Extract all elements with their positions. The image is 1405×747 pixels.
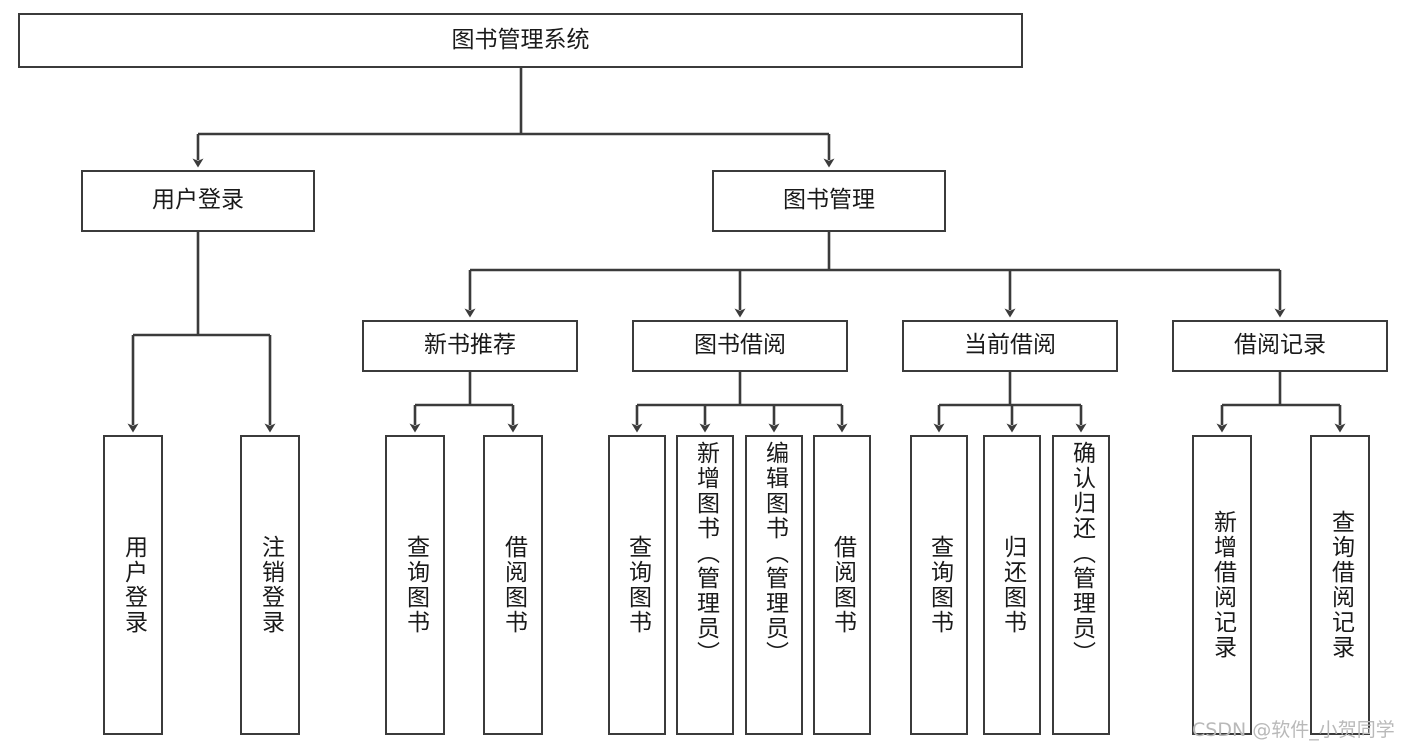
node-leaf-user-logout[interactable]: 注销登录: [240, 435, 300, 735]
node-leaf-confirm-return-label: 确认归还（管理员）: [1068, 441, 1095, 666]
node-user-login-label: 用户登录: [152, 187, 244, 214]
node-leaf-query-record[interactable]: 查询借阅记录: [1310, 435, 1370, 735]
node-leaf-user-login[interactable]: 用户登录: [103, 435, 163, 735]
node-leaf-borrow-book-2-label: 借阅图书: [829, 535, 856, 635]
watermark: CSDN @软件_小贺同学: [1192, 719, 1395, 741]
node-leaf-add-book-label: 新增图书（管理员）: [692, 441, 719, 666]
node-leaf-user-login-label: 用户登录: [120, 535, 147, 635]
node-leaf-query-book-2-label: 查询图书: [624, 535, 651, 635]
node-leaf-query-book-3-label: 查询图书: [926, 535, 953, 635]
node-borrow-record[interactable]: 借阅记录: [1172, 320, 1388, 372]
node-leaf-add-record[interactable]: 新增借阅记录: [1192, 435, 1252, 735]
node-new-book-recommend-label: 新书推荐: [424, 332, 516, 359]
node-root[interactable]: 图书管理系统: [18, 13, 1023, 68]
node-leaf-user-logout-label: 注销登录: [257, 535, 284, 635]
node-leaf-query-book-1[interactable]: 查询图书: [385, 435, 445, 735]
node-leaf-edit-book-label: 编辑图书（管理员）: [761, 441, 788, 666]
node-leaf-return-book-label: 归还图书: [999, 535, 1026, 635]
node-leaf-add-book[interactable]: 新增图书（管理员）: [676, 435, 734, 735]
node-leaf-borrow-book-1-label: 借阅图书: [500, 535, 527, 635]
node-leaf-query-book-1-label: 查询图书: [402, 535, 429, 635]
node-leaf-add-record-label: 新增借阅记录: [1209, 510, 1236, 660]
node-leaf-borrow-book-2[interactable]: 借阅图书: [813, 435, 871, 735]
node-leaf-query-book-2[interactable]: 查询图书: [608, 435, 666, 735]
node-leaf-query-book-3[interactable]: 查询图书: [910, 435, 968, 735]
node-current-borrow[interactable]: 当前借阅: [902, 320, 1118, 372]
node-book-borrow-label: 图书借阅: [694, 332, 786, 359]
node-leaf-return-book[interactable]: 归还图书: [983, 435, 1041, 735]
node-book-borrow[interactable]: 图书借阅: [632, 320, 848, 372]
node-borrow-record-label: 借阅记录: [1234, 332, 1326, 359]
node-new-book-recommend[interactable]: 新书推荐: [362, 320, 578, 372]
node-leaf-borrow-book-1[interactable]: 借阅图书: [483, 435, 543, 735]
node-current-borrow-label: 当前借阅: [964, 332, 1056, 359]
node-root-label: 图书管理系统: [451, 26, 590, 53]
node-leaf-query-record-label: 查询借阅记录: [1327, 510, 1354, 660]
node-book-manage-label: 图书管理: [783, 187, 875, 214]
node-book-manage[interactable]: 图书管理: [712, 170, 946, 232]
node-user-login[interactable]: 用户登录: [81, 170, 315, 232]
node-leaf-confirm-return[interactable]: 确认归还（管理员）: [1052, 435, 1110, 735]
node-leaf-edit-book[interactable]: 编辑图书（管理员）: [745, 435, 803, 735]
